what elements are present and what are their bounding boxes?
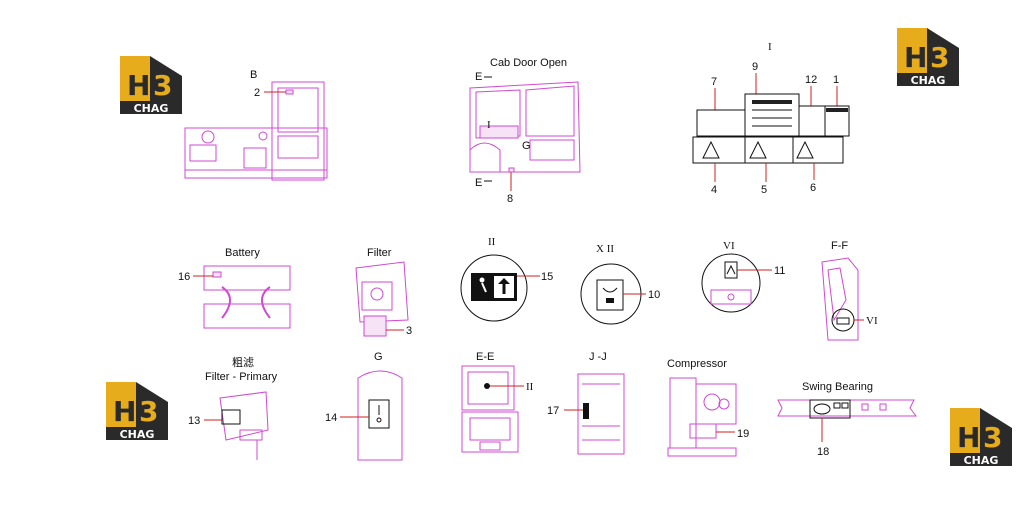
callout-10: 10 [648,289,660,301]
logo-digit: 3 [930,41,949,74]
callout-3: 3 [406,325,412,337]
view-b: B 2 [184,69,328,181]
logo-top-left: H 3 CHAG [120,56,182,115]
callout-19: 19 [737,428,749,440]
view-swing-title: Swing Bearing [802,381,873,393]
view-g: G 14 [325,351,403,461]
callout-18: 18 [817,446,829,458]
view-ee-title: E-E [476,351,494,363]
detail-vi: VI 11 [701,240,785,313]
logo-text: CHAG [964,454,999,467]
logo-bottom-left: H 3 CHAG [106,382,168,441]
logo-letter: H [904,41,927,74]
view-cab-title: Cab Door Open [490,57,567,69]
roman-i-decals: I [768,41,772,53]
view-ee: E-E II [461,351,534,453]
view-battery: Battery 16 [178,247,291,329]
view-filter-title: Filter [367,247,392,259]
logo-bottom-right: H 3 CHAG [950,408,1012,467]
detail-xii: X II 10 [580,243,660,325]
view-decals-i: I 7 9 12 1 4 5 6 [692,41,850,196]
view-filter: Filter 3 [355,247,412,337]
logo-text: CHAG [911,74,946,87]
view-compressor: Compressor 19 [667,358,749,457]
logo-text: CHAG [134,102,169,115]
callout-17: 17 [547,405,559,417]
logo-top-right: H 3 CHAG [897,28,959,87]
view-filter-primary: 粗滤 Filter - Primary 13 [188,356,278,460]
roman-vi-ff: VI [866,315,878,327]
view-battery-title: Battery [225,247,260,259]
callout-9: 9 [752,61,758,73]
callout-6: 6 [810,182,816,194]
roman-ii-ee: II [526,381,534,393]
callout-16: 16 [178,271,190,283]
view-primary-title-cn: 粗滤 [232,356,254,369]
callout-14: 14 [325,412,337,424]
logo-digit: 3 [983,421,1002,454]
logo-digit: 3 [153,69,172,102]
logo-text: CHAG [120,428,155,441]
section-e-top: E [475,71,482,83]
callout-15: 15 [541,271,553,283]
logo-digit: 3 [139,395,158,428]
section-e-bottom: E [475,177,482,189]
callout-4: 4 [711,184,717,196]
view-jj-title: J -J [589,351,607,363]
roman-i-cab: I [487,119,491,131]
detail-ii: II 15 [460,236,553,322]
view-compressor-title: Compressor [667,358,727,370]
roman-vi: VI [723,240,735,252]
section-g: G [522,140,531,152]
view-swing-bearing: Swing Bearing 18 [777,381,917,458]
roman-ii: II [488,236,496,248]
view-primary-title: Filter - Primary [205,371,278,383]
callout-5: 5 [761,184,767,196]
callout-12: 12 [805,74,817,86]
logo-letter: H [127,69,150,102]
callout-11: 11 [774,265,785,277]
roman-xii: X II [596,243,614,255]
callout-2: 2 [254,87,260,99]
callout-8: 8 [507,193,513,205]
view-b-title: B [250,69,257,81]
callout-7: 7 [711,76,717,88]
view-jj: J -J 17 [547,351,625,455]
view-g-title: G [374,351,383,363]
view-ff-title: F-F [831,240,848,252]
callout-1: 1 [833,74,839,86]
view-cab-door-open: Cab Door Open E I G E 8 [469,57,581,205]
callout-13: 13 [188,415,200,427]
view-ff: F-F VI [821,240,878,341]
logo-letter: H [957,421,980,454]
logo-letter: H [113,395,136,428]
